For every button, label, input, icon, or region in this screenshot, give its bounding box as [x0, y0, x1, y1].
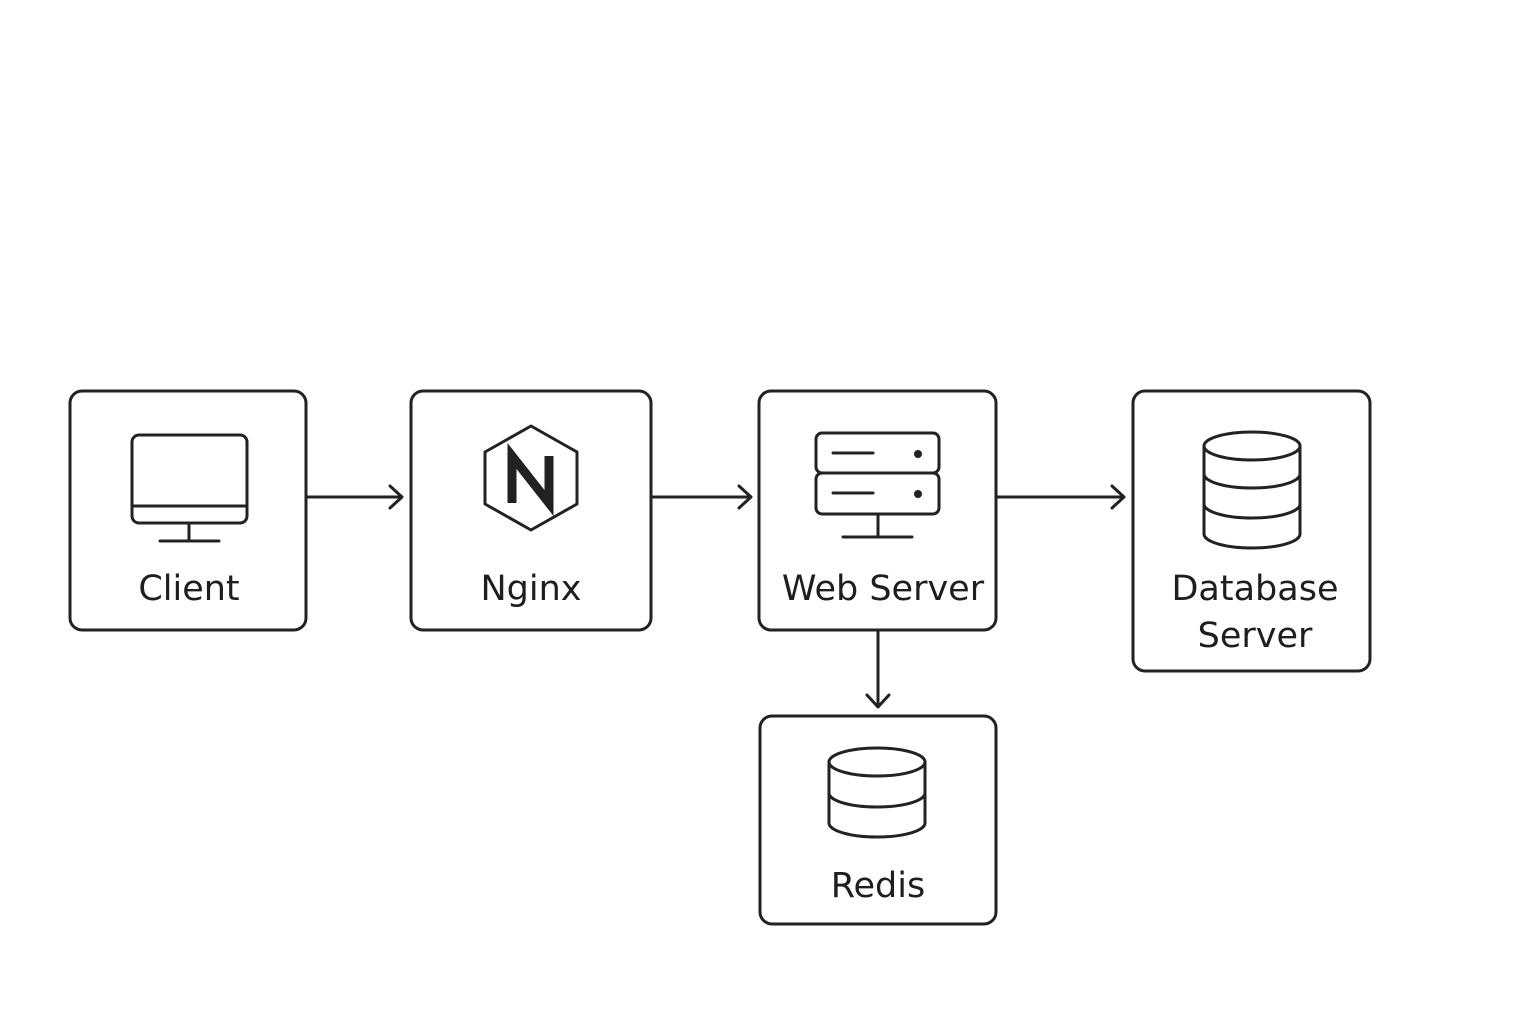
node-nginx-label: Nginx	[480, 569, 581, 609]
node-redis[interactable]: Redis	[758, 714, 998, 926]
node-redis-box	[758, 714, 998, 926]
node-nginx[interactable]: Nginx	[409, 389, 653, 632]
node-database-server[interactable]: Database Server	[1131, 389, 1372, 673]
node-client[interactable]: Client	[68, 389, 308, 632]
node-database-server-label-line2: Server	[1198, 616, 1313, 656]
server-rack-icon	[814, 431, 941, 539]
node-nginx-box	[409, 389, 653, 632]
node-web-server-label: Web Server	[782, 569, 985, 609]
nginx-hexagon-icon	[483, 424, 579, 532]
node-redis-label: Redis	[831, 866, 925, 906]
node-web-server[interactable]: Web Server	[757, 389, 998, 632]
database-icon	[827, 746, 927, 839]
node-database-server-box	[1131, 389, 1372, 673]
monitor-icon	[130, 433, 249, 543]
edge-nginx-to-web-server	[649, 484, 753, 510]
node-client-label: Client	[138, 569, 239, 609]
edge-client-to-nginx	[305, 484, 404, 510]
edge-web-server-to-database-server	[994, 484, 1126, 510]
node-web-server-box	[757, 389, 998, 632]
node-database-server-label-line1: Database	[1171, 569, 1338, 609]
edge-web-server-to-redis	[865, 629, 891, 709]
database-icon	[1202, 430, 1302, 550]
